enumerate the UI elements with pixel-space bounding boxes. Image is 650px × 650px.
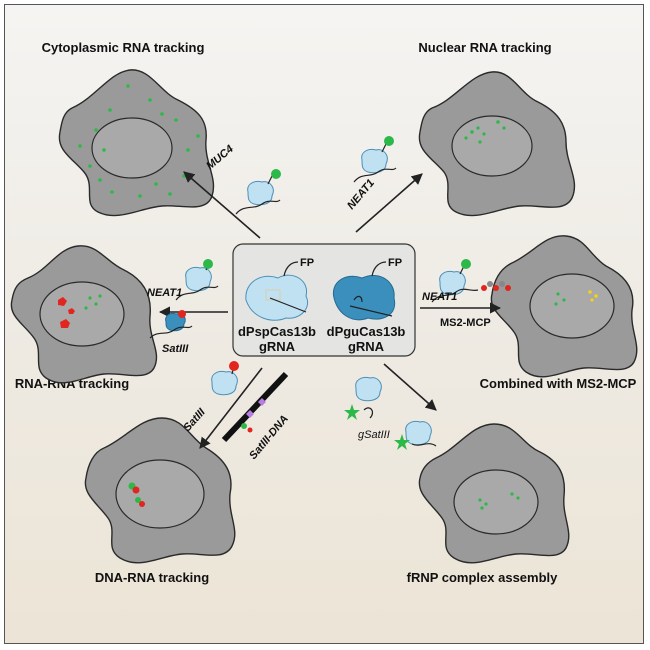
- red-foci: [58, 297, 75, 328]
- arrow-to-cytoplasmic: [183, 171, 261, 239]
- star-fluorophore: [344, 404, 360, 420]
- probe-satiii-left: [149, 310, 193, 339]
- nucleus: [451, 115, 533, 177]
- nucleus: [529, 273, 615, 339]
- dna-duplex: [221, 371, 289, 443]
- target-neat1-top: NEAT1: [345, 177, 377, 212]
- overlap-foci: [128, 482, 145, 507]
- grna-label-right: gRNA: [348, 339, 385, 354]
- dpgucas13b-label: dPguCas13b: [327, 324, 406, 339]
- fp-label-left: FP: [300, 257, 314, 269]
- cell-ms2-mcp: [490, 235, 638, 378]
- target-satiii-bottom: SatIII: [181, 406, 208, 434]
- label-nuclear-rna-tracking: Nuclear RNA tracking: [418, 40, 551, 55]
- label-combined-ms2-mcp: Combined with MS2-MCP: [480, 376, 637, 391]
- probe-satiii-dna: [211, 361, 289, 443]
- yellow-spots: [588, 290, 598, 302]
- grna-strand-right: [349, 295, 393, 317]
- arrow-to-frnp: [383, 363, 437, 411]
- center-box: FP dPspCas13b gRNA FP dPguCas13b gRNA: [232, 243, 416, 357]
- cell-cytoplasmic: [58, 69, 215, 217]
- nucleus: [39, 281, 125, 347]
- target-satiii-left: SatIII: [162, 343, 189, 355]
- label-cytoplasmic-rna-tracking: Cytoplasmic RNA tracking: [42, 40, 205, 55]
- fp-linker: [283, 261, 299, 277]
- cell-nuclear: [418, 71, 576, 217]
- probe-neat1-top: [353, 136, 397, 183]
- arrow-to-nuclear: [355, 173, 423, 233]
- fluorophore-red: [229, 361, 239, 371]
- nucleus: [91, 117, 173, 179]
- target-neat1-right: NEAT1: [422, 291, 457, 303]
- green-spots: [464, 120, 506, 144]
- arrow-to-dna-rna: [199, 367, 263, 449]
- fluorophore-green: [384, 136, 394, 146]
- fp-linker-right: [371, 261, 387, 277]
- green-spots: [478, 492, 520, 510]
- probe-neat1-ms2: [431, 259, 511, 303]
- target-muc4: MUC4: [204, 143, 236, 172]
- cell-rna-rna: [10, 245, 158, 384]
- fp-label-right: FP: [388, 257, 402, 269]
- grna-label-left: gRNA: [259, 339, 296, 354]
- green-spots: [554, 292, 566, 306]
- fluorophore-green: [271, 169, 281, 179]
- fluorophore-red: [178, 310, 186, 318]
- target-gsatiii: gSatIII: [358, 429, 390, 441]
- cell-dna-rna: [84, 417, 236, 564]
- nucleus: [453, 469, 539, 535]
- dpspcas13b-label: dPspCas13b: [238, 324, 316, 339]
- target-satiii-dna: SatIII-DNA: [247, 413, 291, 462]
- label-frnp-complex-assembly: fRNP complex assembly: [407, 570, 559, 585]
- fluorophore-green: [461, 259, 471, 269]
- green-spots: [84, 294, 102, 310]
- cell-frnp: [418, 423, 570, 564]
- dpgucas13b-protein: [332, 275, 396, 321]
- label-rna-rna-tracking: RNA-RNA tracking: [15, 376, 129, 391]
- fluorophore-green: [203, 259, 213, 269]
- ms2-mcp-loops: [481, 281, 511, 291]
- probe-gsatiii: [344, 377, 437, 450]
- grna-strand: [269, 297, 307, 313]
- grna-hairpin: [265, 289, 281, 301]
- probe-neat1-left: [175, 259, 219, 301]
- target-neat1-left: NEAT1: [147, 287, 182, 299]
- label-dna-rna-tracking: DNA-RNA tracking: [95, 570, 209, 585]
- nucleus: [115, 459, 205, 529]
- green-spots: [78, 84, 200, 198]
- ms2-mcp-label: MS2-MCP: [440, 317, 491, 329]
- probe-muc4: [235, 169, 281, 215]
- dpspcas13b-protein: [245, 274, 308, 321]
